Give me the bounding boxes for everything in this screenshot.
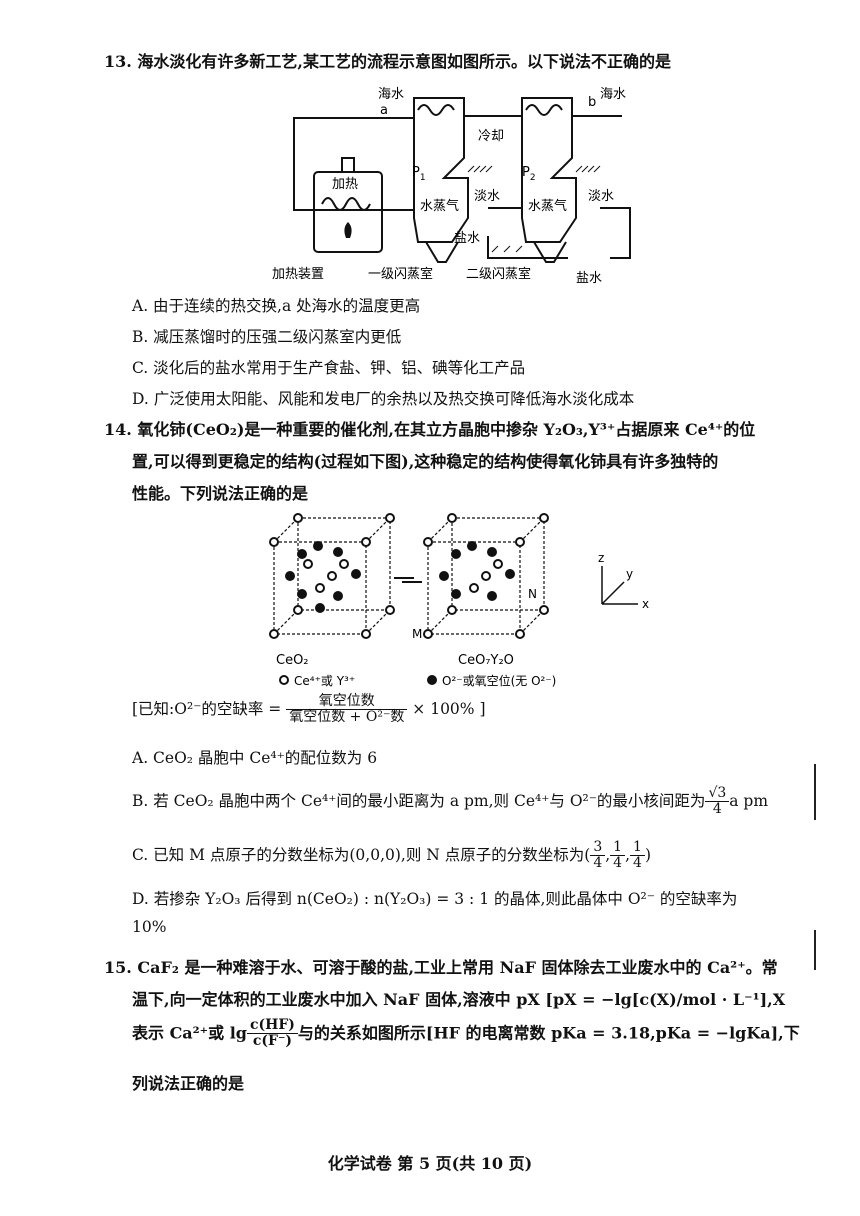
desalination-flow-diagram: 海水 a b 海水 冷却 加热 P1 P2 淡水 淡水 水蒸气 水蒸气 盐水 盐… (272, 87, 631, 286)
q14-option-a: A. CeO₂ 晶胞中 Ce⁴⁺的配位数为 6 (132, 749, 378, 767)
cooling-label: 冷却 (478, 129, 504, 144)
q13-option-b: B. 减压蒸馏时的压强二级闪蒸室内更低 (132, 328, 402, 346)
q14-known-formula: [已知:O²⁻的空缺率 = 氧空位数氧空位数 + O²⁻数 × 100% ] (132, 693, 486, 726)
axis-x-label: x (642, 597, 649, 611)
q14-option-d-line1: D. 若掺杂 Y₂O₃ 后得到 n(CeO₂) : n(Y₂O₃) = 3 : … (132, 890, 738, 908)
seawater-right-label: 海水 (600, 87, 626, 102)
hf-ratio-fraction: c(HF)c(F⁻) (246, 1017, 298, 1050)
margin-mark (814, 930, 816, 970)
q13-option-c: C. 淡化后的盐水常用于生产食盐、钾、铝、碘等化工产品 (132, 359, 526, 377)
q14-option-c: C. 已知 M 点原子的分数坐标为(0,0,0),则 N 点原子的分数坐标为(3… (132, 839, 652, 872)
question-14-stem-line3: 性能。下列说法正确的是 (132, 484, 309, 503)
brine-2-label: 盐水 (576, 271, 602, 286)
ceria-unit-cell-figure: CeO₂ CeO₇Y₂O M N z y x Ce⁴⁺或 Y³⁺ O²⁻或氧空位… (269, 513, 649, 688)
cell-1-label: CeO₂ (276, 653, 309, 668)
brine-1-label: 盐水 (454, 231, 480, 246)
question-15-stem-line2: 温下,向一定体积的工业废水中加入 NaF 固体,溶液中 pX [pX = −lg… (132, 990, 786, 1009)
fresh-water-1-label: 淡水 (474, 189, 500, 204)
cell-2-label: CeO₇Y₂O (458, 653, 514, 668)
question-14-stem-line1: 14. 氧化铈(CeO₂)是一种重要的催化剂,在其立方晶胞中掺杂 Y₂O₃,Y³… (104, 420, 756, 439)
axis-y-label: y (626, 567, 633, 581)
point-m-label: M (412, 627, 422, 641)
p1-label: P1 (412, 165, 426, 183)
axis-z-label: z (598, 551, 604, 565)
point-b-label: b (588, 95, 596, 110)
q14-option-d-line2: 10% (132, 918, 167, 936)
question-13-stem: 13. 海水淡化有许多新工艺,某工艺的流程示意图如图所示。以下说法不正确的是 (104, 52, 671, 71)
stage2-label: 二级闪蒸室 (466, 266, 531, 282)
q14-option-b: B. 若 CeO₂ 晶胞中两个 Ce⁴⁺间的最小距离为 a pm,则 Ce⁴⁺与… (132, 785, 769, 818)
point-n-label: N (528, 587, 537, 601)
margin-mark (814, 764, 816, 820)
question-14-stem-line2: 置,可以得到更稳定的结构(过程如下图),这种稳定的结构使得氧化铈具有许多独特的 (132, 452, 719, 471)
stage1-label: 一级闪蒸室 (368, 266, 433, 282)
page-footer: 化学试卷 第 5 页(共 10 页) (327, 1154, 533, 1173)
vapor-2-label: 水蒸气 (528, 198, 567, 214)
heater-label: 加热装置 (272, 267, 324, 282)
vacancy-fraction: 氧空位数氧空位数 + O²⁻数 (286, 693, 408, 726)
seawater-left-label: 海水 (378, 87, 404, 102)
q13-option-a: A. 由于连续的热交换,a 处海水的温度更高 (132, 297, 421, 315)
fresh-water-2-label: 淡水 (588, 189, 614, 204)
point-a-label: a (380, 103, 388, 118)
legend-filled-circle: O²⁻或氧空位(无 O²⁻) (442, 673, 556, 688)
question-15-stem-line4: 列说法正确的是 (132, 1074, 245, 1093)
vapor-1-label: 水蒸气 (420, 198, 459, 214)
legend-open-circle: Ce⁴⁺或 Y³⁺ (294, 674, 355, 688)
heating-label: 加热 (332, 177, 358, 192)
q13-option-d: D. 广泛使用太阳能、风能和发电厂的余热以及热交换可降低海水淡化成本 (132, 390, 635, 408)
p2-label: P2 (522, 165, 536, 183)
question-15-stem-line1: 15. CaF₂ 是一种难溶于水、可溶于酸的盐,工业上常用 NaF 固体除去工业… (104, 958, 778, 977)
